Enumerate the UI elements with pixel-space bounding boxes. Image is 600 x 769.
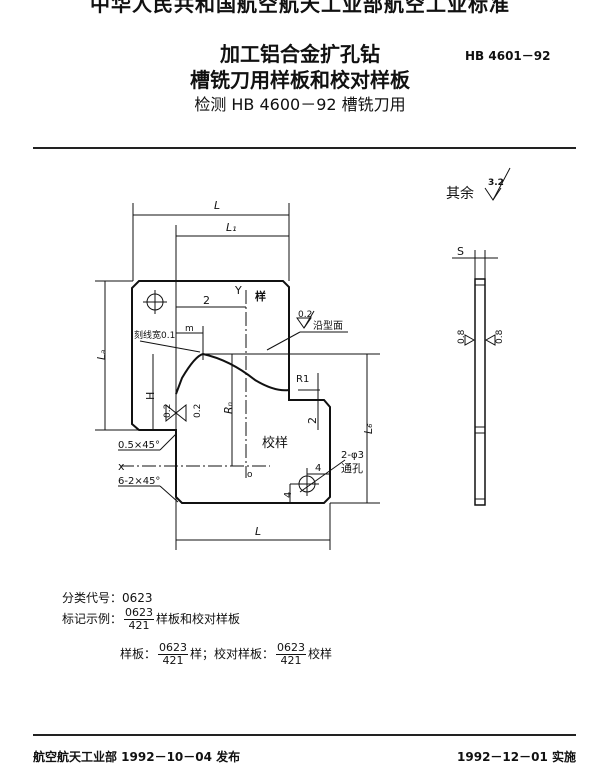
dim-H: H	[144, 392, 157, 400]
classification-code: 0623	[122, 591, 153, 605]
title-line-1: 加工铝合金扩孔钻	[220, 42, 380, 66]
dim-Lb: L₆	[362, 423, 375, 434]
roughness-rest-label: 其余	[446, 185, 474, 202]
dim-L1: L₁	[226, 221, 237, 234]
classification-note: 分类代号：0623	[62, 589, 153, 606]
subtitle: 检测 HB 4600－92 槽铣刀用	[194, 95, 406, 114]
template-suffix: 样；	[190, 647, 215, 661]
scribe-width: 刻线宽0.1	[134, 329, 175, 341]
roughness-rest-value: 3.2	[488, 178, 504, 188]
side-roughness-left: 0.8	[457, 329, 467, 344]
check-template-label: 校样	[262, 435, 288, 451]
numerator: 0623	[276, 641, 307, 655]
side-roughness-right: 0.8	[495, 329, 505, 344]
denominator: 421	[280, 654, 302, 667]
roughness-right: 0.2	[193, 404, 203, 418]
profile-roughness-value: 0.2	[298, 310, 312, 320]
axis-y-label: Y	[234, 284, 242, 297]
standard-code: HB 4601－92	[465, 49, 551, 63]
origin-label: o	[247, 470, 253, 480]
effective-date: 1992－12－01 实施	[457, 750, 576, 764]
roughness-left: 0.2	[163, 404, 173, 418]
organization-header: 中华人民共和国航空航天工业部航空工业标准	[90, 0, 510, 16]
template-label: 样板：	[120, 647, 157, 661]
profile-roughness-label: 沿型面	[313, 319, 343, 332]
template-label: 样	[255, 289, 266, 303]
check-label: 校对样板：	[214, 647, 275, 661]
side-thickness: S	[457, 245, 464, 258]
denominator: 421	[128, 619, 150, 632]
marking-label: 标记示例：	[62, 612, 123, 626]
dim-4-vertical: 4	[283, 492, 294, 498]
numerator: 0623	[158, 641, 189, 655]
issued-date: 航空航天工业部 1992－10－04 发布	[33, 750, 241, 764]
radius-R1: R1	[296, 374, 309, 385]
footer-divider	[33, 734, 576, 736]
title-line-2: 槽铣刀用样板和校对样板	[190, 68, 410, 92]
chamfer-small: 0.5×45°	[118, 440, 160, 451]
dim-L-bottom: L	[255, 525, 261, 538]
hole-through: 通孔	[341, 462, 363, 475]
dim-L-top: L	[214, 199, 220, 212]
numerator: 0623	[124, 606, 155, 620]
marking-text: 样板和校对样板	[156, 612, 241, 626]
dim-4-horizontal: 4	[315, 463, 321, 474]
dim-m: m	[185, 324, 194, 334]
check-suffix: 校样	[308, 647, 333, 661]
header-divider	[33, 147, 576, 149]
chamfer-corners: 6-2×45°	[118, 476, 160, 487]
classification-label: 分类代号：	[62, 591, 123, 605]
axis-x-label: x	[118, 460, 125, 473]
dim-Rn: Rₙ	[222, 402, 235, 414]
hole-spec: 2-φ3	[341, 450, 364, 461]
dim-2-right: 2	[306, 417, 319, 424]
denominator: 421	[162, 654, 184, 667]
dim-La: Lₐ	[95, 350, 108, 360]
dim-2-top: 2	[203, 294, 210, 307]
